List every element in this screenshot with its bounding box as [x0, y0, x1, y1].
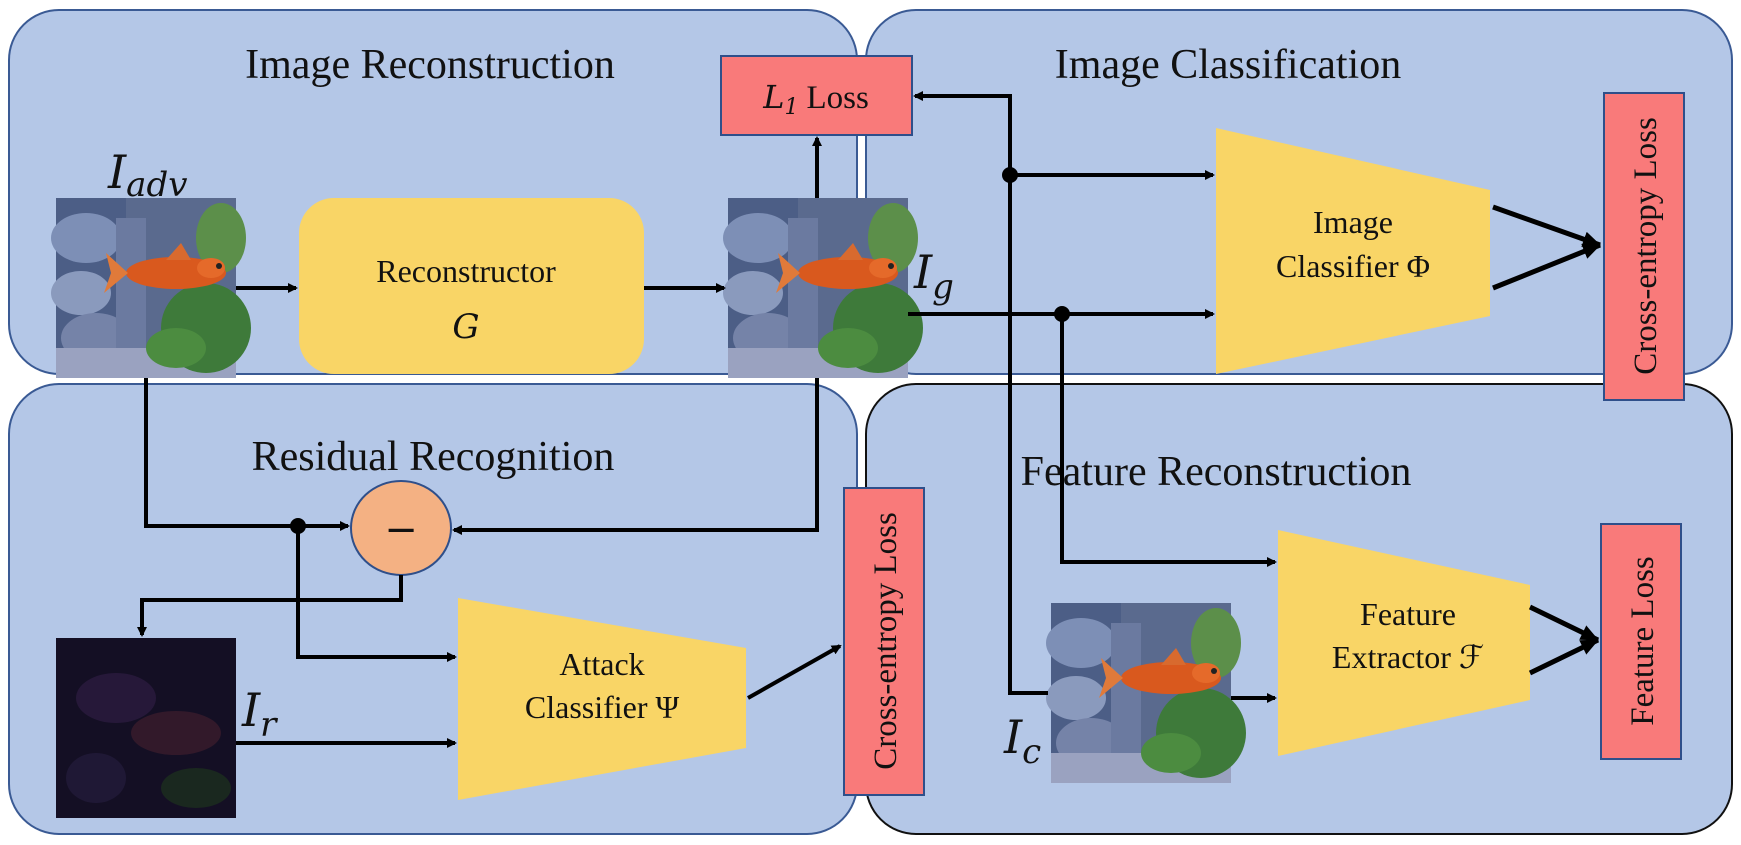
cross-entropy-loss-box-residual	[843, 487, 925, 796]
junction-dot-ig	[1054, 306, 1070, 322]
cross-entropy-loss-box-classification	[1603, 92, 1685, 401]
image-classifier-block	[1216, 128, 1490, 374]
cross-entropy-loss-label-classification: Cross-entropy Loss	[1628, 117, 1664, 375]
label-i-c: Ic	[1003, 710, 1041, 772]
junction-dot-ic	[1002, 167, 1018, 183]
arrow-subtract-to-residual	[137, 575, 403, 637]
attack-classifier-block	[458, 598, 746, 800]
title-image-classification: Image Classification	[1055, 42, 1401, 88]
feature-loss-box	[1600, 523, 1682, 760]
title-residual-recognition: Residual Recognition	[252, 434, 615, 480]
feature-loss-label: Feature Loss	[1625, 556, 1661, 726]
image-classifier-label-1: Image	[1313, 204, 1393, 240]
attack-classifier-label-2: Classifier Ψ	[525, 689, 680, 725]
cross-entropy-loss-label-residual: Cross-entropy Loss	[868, 512, 904, 770]
arrow-adv-to-subtract	[144, 378, 350, 531]
classification-loss-arrows	[1492, 204, 1601, 291]
attack-classifier-label-1: Attack	[559, 646, 644, 682]
subtract-operator-label: −	[384, 507, 418, 553]
label-i-adv: Iadv	[107, 145, 187, 205]
image-classifier-label-2: Classifier Φ	[1276, 248, 1430, 284]
junction-dot-adv	[290, 518, 306, 534]
reconstructor-block	[299, 198, 644, 374]
reconstructor-label: Reconstructor	[376, 253, 556, 289]
label-i-g: Ig	[913, 245, 954, 307]
label-i-r: Ir	[241, 683, 278, 745]
feature-extractor-label-2: Extractor ℱ	[1332, 639, 1484, 675]
adversarial-image	[51, 198, 251, 378]
arrow-attack-classifier-to-loss	[747, 644, 842, 700]
reconstructed-image	[723, 198, 923, 378]
l1-loss-box	[720, 55, 913, 136]
feature-extractor-label-1: Feature	[1360, 596, 1456, 632]
arrow-ig-to-subtract	[452, 378, 819, 535]
residual-image	[56, 638, 236, 818]
feature-extractor-block	[1278, 530, 1530, 756]
reconstructor-symbol: G	[452, 307, 479, 347]
arrow-ig-to-feature-extractor	[1060, 314, 1277, 567]
title-feature-reconstruction: Feature Reconstruction	[1021, 449, 1412, 495]
clean-image	[1046, 603, 1246, 783]
arrow-adv-to-attack-classifier	[296, 526, 457, 662]
arrow-ic-to-l1-loss	[913, 91, 1048, 695]
feature-loss-arrows	[1528, 604, 1600, 676]
title-image-reconstruction: Image Reconstruction	[245, 42, 615, 88]
